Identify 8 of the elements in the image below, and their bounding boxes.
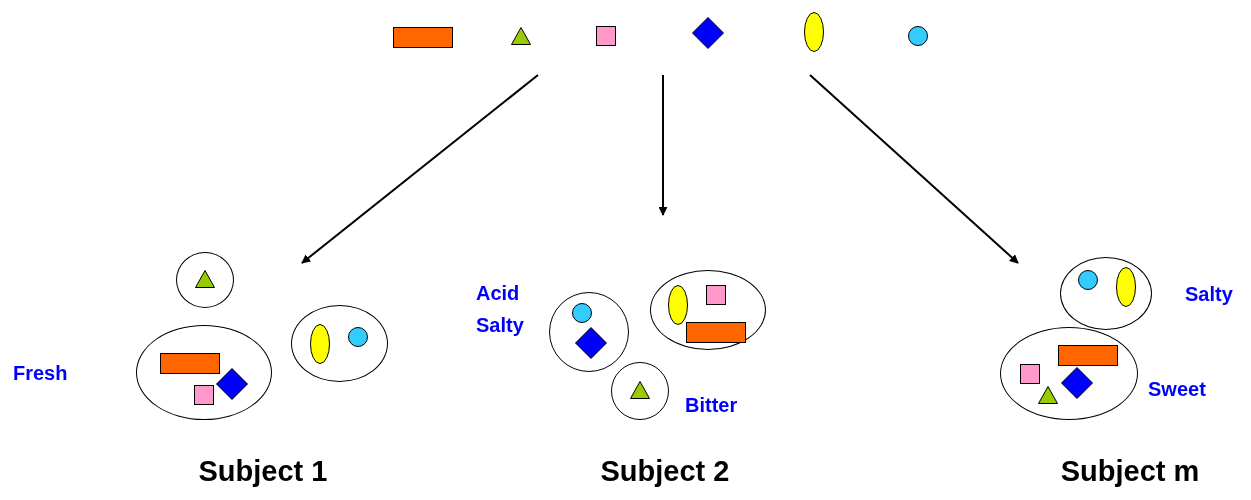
subject-label: Subject 1 [197,455,329,488]
taste-label: Sweet [1148,377,1207,402]
taste-label: Salty [1185,282,1234,307]
taste-label: Acid Salty [476,281,525,338]
subject-label: Subject m [1059,455,1201,488]
taste-label: Fresh [13,361,69,386]
taste-label: Bitter [685,393,739,418]
subject-label: Subject 2 [599,455,731,488]
